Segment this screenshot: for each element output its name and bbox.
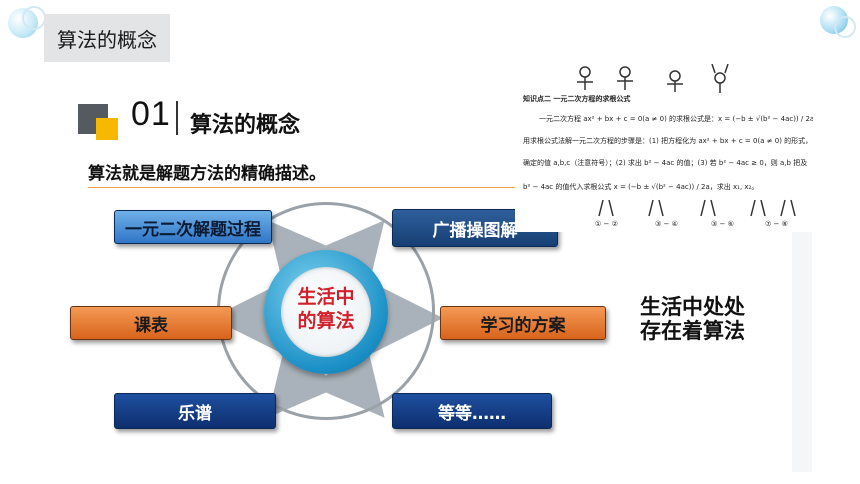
node-top-left: 一元二次解题过程 xyxy=(114,210,272,244)
step-label-1: ① − ② xyxy=(595,220,618,228)
image-line1: 一元二次方程 ax² + bx + c = 0(a ≠ 0) 的求根公式是：x … xyxy=(539,115,813,123)
node-bottom-left: 乐谱 xyxy=(114,393,276,429)
image-line4: b² − 4ac 的值代入求根公式 x = (−b ± √(b² − 4ac))… xyxy=(523,183,759,191)
node-mid-left: 课表 xyxy=(70,306,232,340)
image-line3: 确定的值 a,b,c（注意符号）；(2) 求出 b² − 4ac 的值；(3) … xyxy=(523,159,808,167)
corner-decoration-right-small xyxy=(834,16,856,38)
side-note-line2: 存在着算法 xyxy=(640,319,745,343)
step-label-3: ③ − ⑥ xyxy=(711,220,734,228)
side-note-line1: 生活中处处 xyxy=(640,295,745,319)
node-mid-right: 学习的方案 xyxy=(440,306,606,340)
hub-label-line2: 的算法 xyxy=(297,310,355,332)
image-heading: 知识点二 一元二次方程的求根公式 xyxy=(523,95,631,103)
section-divider xyxy=(176,101,178,135)
image-line2: 用求根公式法解一元二次方程的步骤是：(1) 把方程化为 ax² + bx + c… xyxy=(523,137,813,145)
section-title: 算法的概念 xyxy=(190,113,301,138)
section-marker-yellow xyxy=(96,118,118,140)
side-note: 生活中处处 存在着算法 xyxy=(640,295,745,343)
diagram-hub-inner xyxy=(281,267,371,357)
exercise-figures-top xyxy=(577,64,729,93)
embedded-textbook-image: 知识点二 一元二次方程的求根公式 一元二次方程 ax² + bx + c = 0… xyxy=(515,60,813,232)
diagram-hub-label: 生活中 的算法 xyxy=(281,285,371,333)
header-tab: 算法的概念 xyxy=(44,14,170,62)
section-number: 01 xyxy=(131,95,171,133)
section-description: 算法就是解题方法的精确描述。 xyxy=(88,164,326,184)
hub-label-line1: 生活中 xyxy=(297,286,355,308)
step-label-2: ③ − ④ xyxy=(655,220,678,228)
step-label-4: ⑦ − ⑧ xyxy=(765,220,788,228)
exercise-figures-bottom xyxy=(598,199,796,217)
section-rule xyxy=(88,187,548,188)
node-bottom-right: 等等…… xyxy=(392,393,552,429)
